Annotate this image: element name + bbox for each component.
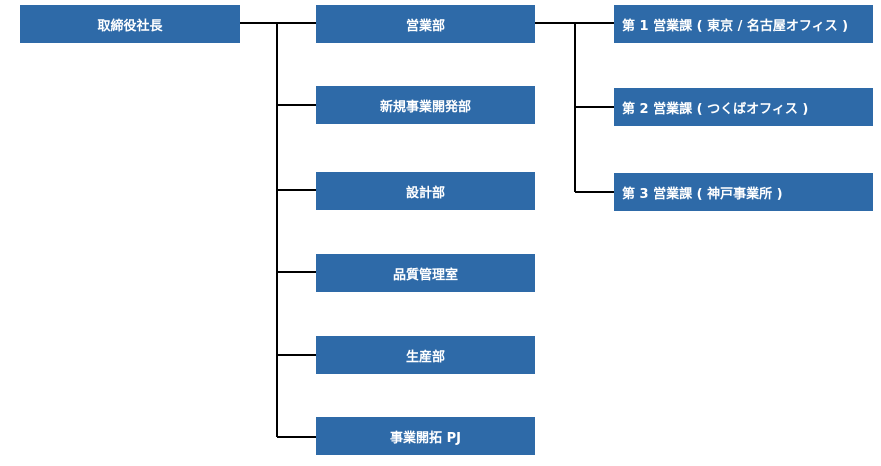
node-sales-section-1: 第 1 営業課 ( 東京 / 名古屋オフィス ) bbox=[614, 5, 873, 43]
node-quality-office: 品質管理室 bbox=[316, 254, 535, 292]
node-sales-section-2: 第 2 営業課 ( つくばオフィス ) bbox=[614, 88, 873, 126]
node-president: 取締役社長 bbox=[20, 5, 240, 43]
node-sales-section-3: 第 3 営業課 ( 神戸事業所 ) bbox=[614, 173, 873, 211]
node-quality-office-label: 品質管理室 bbox=[392, 267, 458, 283]
node-sales-dept-label: 営業部 bbox=[405, 18, 445, 34]
node-sales-section-2-label: 第 2 営業課 ( つくばオフィス ) bbox=[622, 101, 809, 117]
node-business-dev-pj: 事業開拓 PJ bbox=[316, 417, 535, 455]
node-business-dev-pj-label: 事業開拓 PJ bbox=[390, 430, 461, 446]
node-new-business-dept-label: 新規事業開発部 bbox=[379, 99, 471, 115]
node-sales-dept: 営業部 bbox=[316, 5, 535, 43]
node-design-dept-label: 設計部 bbox=[405, 185, 445, 201]
node-production-dept-label: 生産部 bbox=[405, 349, 445, 365]
node-sales-section-1-label: 第 1 営業課 ( 東京 / 名古屋オフィス ) bbox=[622, 18, 849, 34]
node-president-label: 取締役社長 bbox=[97, 18, 163, 34]
node-production-dept: 生産部 bbox=[316, 336, 535, 374]
node-sales-section-3-label: 第 3 営業課 ( 神戸事業所 ) bbox=[622, 186, 783, 202]
node-design-dept: 設計部 bbox=[316, 172, 535, 210]
node-new-business-dept: 新規事業開発部 bbox=[316, 86, 535, 124]
